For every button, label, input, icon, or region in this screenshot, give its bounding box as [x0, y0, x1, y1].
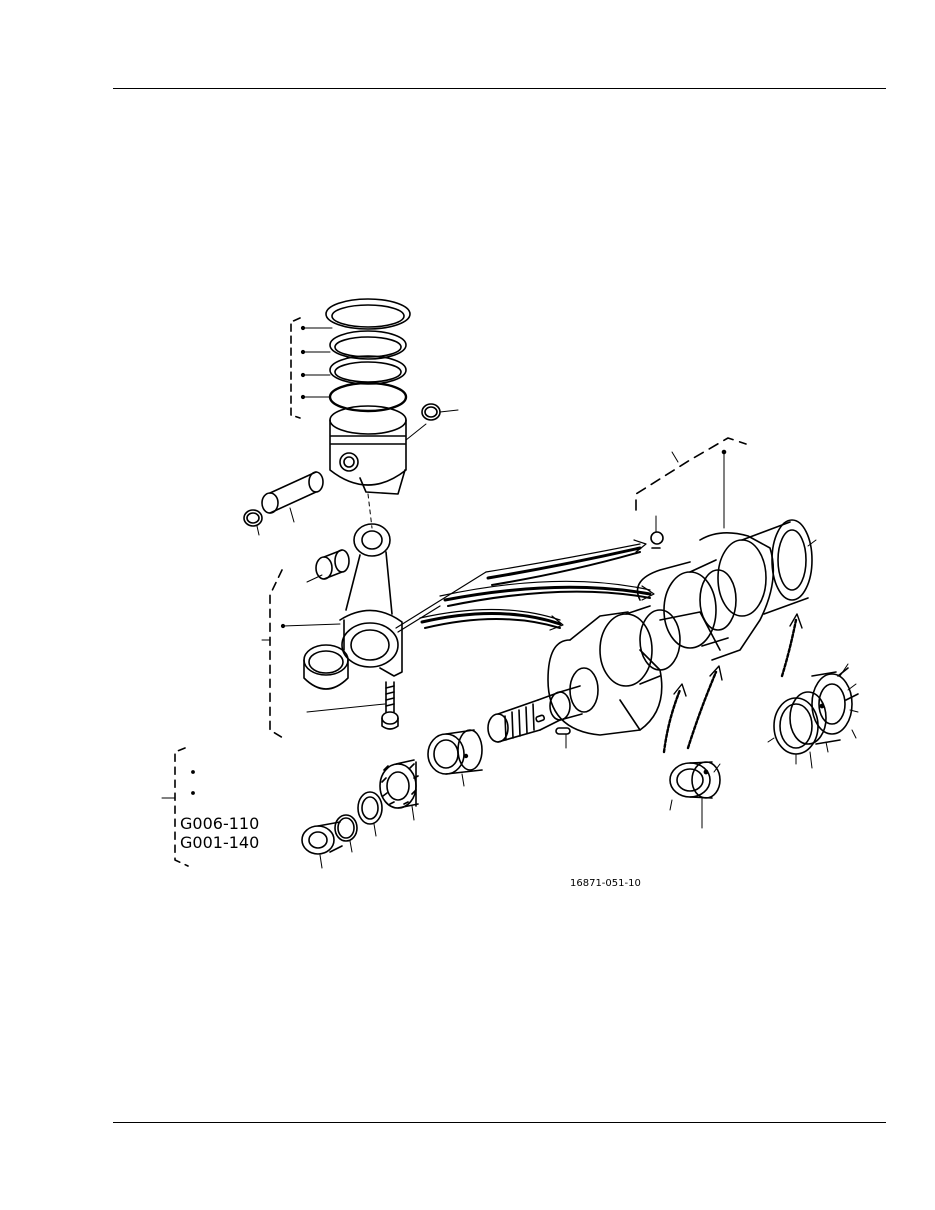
bearing-case-leaders: [767, 663, 859, 769]
piston-ring-leaders: [300, 325, 333, 400]
woodruff-key: [555, 727, 571, 749]
circlip-right: [421, 403, 459, 421]
bearing-case: [773, 667, 859, 755]
front-bearing: [427, 729, 483, 787]
piston-rings: [325, 298, 411, 413]
conrod-leaders: [261, 574, 386, 713]
big-end-bearing: [303, 644, 349, 690]
gear-group-bracket: [174, 747, 189, 867]
crankshaft-leaders: [655, 449, 727, 533]
crank-gear: [379, 759, 419, 821]
gear-group-leaders: [161, 770, 195, 799]
footer-rule: [113, 1122, 886, 1123]
assembly-line: [367, 493, 373, 529]
crankshaft-bracket: [635, 437, 747, 511]
o-ring: [334, 814, 358, 853]
conrod-bracket: [269, 569, 284, 739]
header-rule: [113, 88, 886, 89]
conrod-bolt: [381, 681, 399, 730]
connecting-rod: [339, 523, 403, 677]
main-bearing: [669, 761, 721, 829]
part-code-2: G001-140: [180, 833, 260, 852]
part-code-1: G006-110: [180, 814, 260, 833]
collar: [301, 821, 343, 869]
assembly-arrows: [395, 539, 655, 633]
figure-id: 16871-051-10: [570, 878, 641, 889]
plug: [650, 531, 664, 549]
small-end-bush: [315, 549, 350, 580]
bearing-arrows: [662, 613, 803, 754]
piston-leader: [405, 423, 427, 441]
piston-pin: [261, 471, 324, 523]
crankshaft: [547, 519, 817, 736]
piston: [329, 405, 407, 495]
thrust-washer: [357, 791, 383, 837]
circlip-left: [243, 509, 263, 536]
piston-ring-bracket: [290, 317, 301, 419]
